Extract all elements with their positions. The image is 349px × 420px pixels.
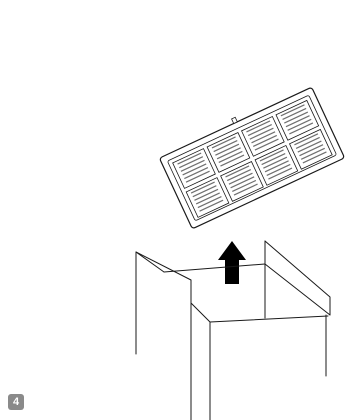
filter-cell [220, 161, 264, 202]
open-box-icon [135, 240, 331, 420]
filter-cell [254, 144, 299, 186]
filter-frame [159, 87, 345, 229]
filter-cell [206, 132, 251, 173]
filter-tab [231, 116, 238, 125]
step-number-badge: 4 [8, 394, 24, 410]
filter-cell [241, 115, 285, 157]
filter-cell [288, 128, 333, 170]
filter-grid [172, 99, 333, 218]
up-arrow-icon [218, 241, 246, 284]
air-filter-icon [159, 87, 345, 229]
filter-inner-frame [167, 95, 337, 221]
filter-cell [275, 99, 320, 141]
filter-cell [185, 177, 230, 218]
filter-cell [172, 148, 216, 189]
